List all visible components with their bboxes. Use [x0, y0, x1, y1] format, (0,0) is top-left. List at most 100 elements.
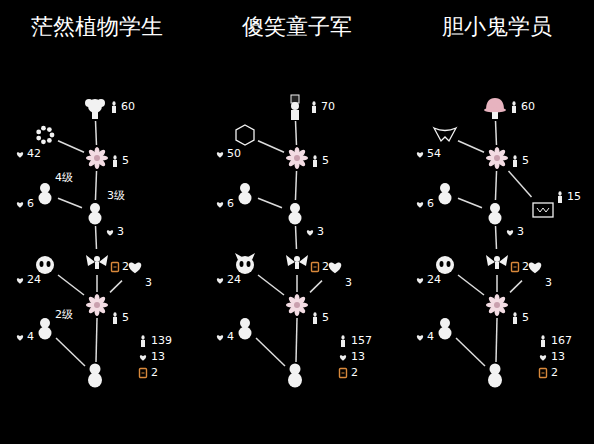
cost-group: 60	[109, 100, 135, 113]
hair-puff	[97, 99, 105, 107]
figure-body	[289, 212, 302, 225]
level-text: 3	[545, 276, 552, 289]
spirit-figure	[488, 364, 502, 388]
tree-title: 茫然植物学生	[31, 14, 163, 40]
tree-connector	[295, 121, 297, 145]
total-group: 2	[138, 366, 158, 379]
candle-body	[313, 160, 317, 167]
tree-connector	[496, 275, 498, 292]
cost-group: 42	[15, 147, 41, 160]
tree-connector	[458, 275, 484, 295]
mask-eye	[240, 261, 244, 267]
tree-connector	[510, 281, 522, 293]
tree-item: 5	[85, 146, 109, 170]
mask-face	[436, 256, 454, 274]
root-line	[496, 318, 497, 362]
total-number: 2	[551, 366, 558, 379]
currency-icon	[15, 148, 25, 160]
currency-icon	[15, 331, 25, 343]
mask-eye	[47, 261, 51, 267]
currency-icon	[415, 331, 425, 343]
title-text: 茫然植物学生	[31, 14, 163, 40]
star-icon	[86, 147, 108, 169]
currency-icon	[215, 148, 225, 160]
ticket-currency	[140, 368, 147, 377]
fig-icon	[439, 318, 452, 340]
cost-group: 2	[110, 260, 129, 273]
currency-icon	[110, 312, 120, 324]
hat-head	[291, 102, 299, 110]
figure-body	[89, 212, 102, 225]
heart-currency	[17, 335, 23, 340]
mask-eye	[40, 261, 44, 267]
currency-icon	[138, 351, 148, 363]
star-core	[94, 155, 100, 161]
currency-icon	[538, 367, 548, 379]
root-line	[456, 338, 485, 366]
cost-group: 3	[305, 225, 324, 238]
cost-number: 4	[27, 330, 34, 343]
tree-connector	[96, 275, 98, 292]
figure-body	[39, 192, 52, 205]
candle-body	[113, 317, 117, 324]
candle-body	[312, 106, 316, 113]
star-core	[94, 302, 100, 308]
tree-item: 6	[433, 181, 457, 205]
tree-item: 3	[283, 201, 307, 225]
tree-item: 5	[485, 293, 509, 317]
heart-item	[529, 262, 542, 273]
spirit-figure	[88, 364, 102, 388]
star-icon	[486, 294, 508, 316]
tree-item: 54	[433, 123, 457, 147]
title-text: 傻笑童子军	[242, 14, 352, 40]
tree-connector	[258, 141, 284, 153]
candle-body	[341, 340, 345, 347]
star-icon	[86, 294, 108, 316]
figure-body	[239, 192, 252, 205]
wreath-leaf	[36, 130, 41, 135]
currency-icon	[105, 226, 115, 238]
tree-connector	[295, 226, 297, 249]
cost-number: 3	[117, 225, 124, 238]
root-line	[296, 318, 297, 362]
candle-flame	[312, 101, 315, 106]
currency-icon	[15, 274, 25, 286]
total-number: 13	[351, 350, 365, 363]
candle-body	[313, 317, 317, 324]
ticket-currency	[512, 262, 519, 271]
cost-group: 24	[15, 273, 41, 286]
total-group: 167	[538, 334, 572, 347]
wing-head	[294, 256, 300, 262]
tree-title: 胆小鬼学员	[442, 14, 552, 40]
hair-figure	[92, 112, 98, 119]
spirit-body	[288, 373, 302, 388]
tree-connector	[95, 171, 96, 200]
currency-icon	[215, 331, 225, 343]
cost-group: 24	[415, 273, 441, 286]
heart-icon	[529, 262, 542, 273]
tree-item: 3	[123, 256, 147, 280]
ticket-mark	[542, 372, 545, 373]
currency-icon	[338, 351, 348, 363]
hat-body	[492, 112, 498, 119]
wreath-icon	[36, 126, 54, 144]
heart-item	[329, 262, 342, 273]
tree-title: 傻笑童子军	[242, 14, 352, 40]
cost-number: 6	[27, 197, 34, 210]
currency-icon	[509, 101, 519, 113]
tree-item: 60	[483, 96, 507, 120]
cost-number: 24	[27, 273, 41, 286]
root-line	[256, 338, 285, 366]
heart-currency	[217, 202, 223, 207]
candle-flame	[541, 335, 544, 340]
ticket-mark	[114, 266, 117, 267]
cost-group: 6	[215, 197, 234, 210]
figure-body	[439, 192, 452, 205]
ticket-mark	[314, 266, 317, 267]
fig-icon	[39, 183, 52, 205]
ticket-mark	[342, 372, 345, 373]
cost-group: 50	[215, 147, 241, 160]
cost-number: 60	[521, 100, 535, 113]
candle-flame	[113, 155, 116, 160]
